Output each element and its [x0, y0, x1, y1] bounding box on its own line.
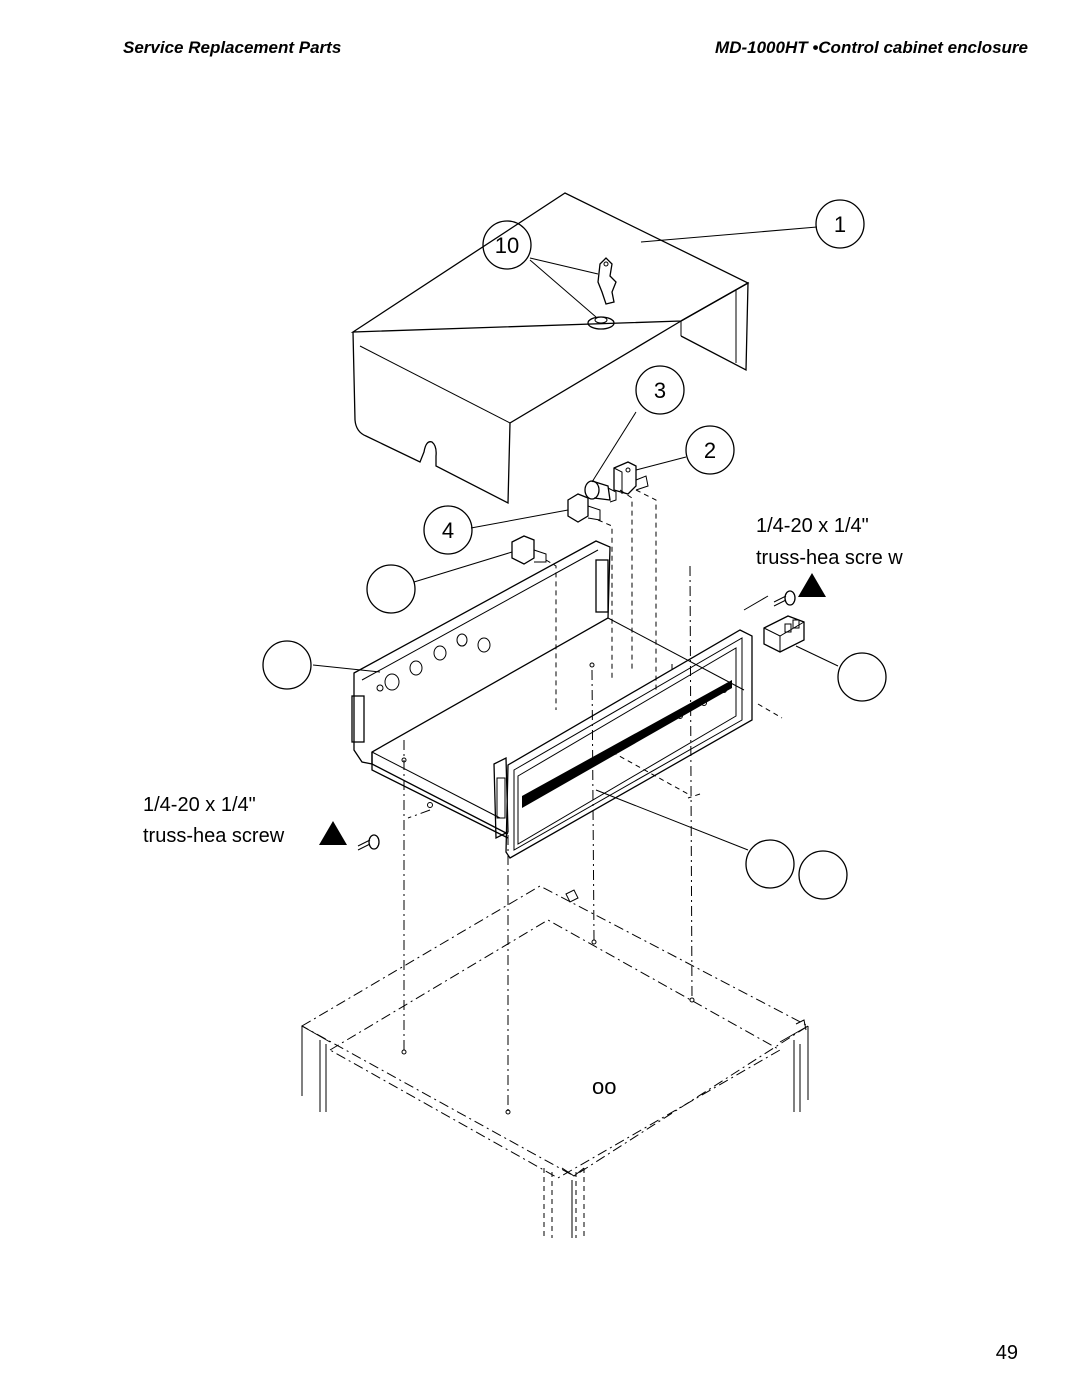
callout-2-number: 2: [704, 438, 716, 463]
callout-4: 4: [423, 505, 473, 555]
callout-3-number: 3: [654, 378, 666, 403]
stand-mark-label: oo: [592, 1074, 616, 1099]
connector-part-3: [584, 480, 617, 503]
lock-cylinder-part: [587, 316, 615, 330]
front-display-panel: [493, 629, 753, 859]
switch-part-5: [511, 535, 547, 565]
triangle-icon: [798, 573, 826, 597]
left-screw-note-line1: 1/4-20 x 1/4": [143, 794, 256, 816]
header-right-title: MD-1000HT •Control cabinet enclosure: [715, 38, 1028, 57]
callout-blank-e: [798, 850, 848, 900]
left-screw-note-line2: truss-hea screw: [143, 825, 285, 847]
callout-3: 3: [635, 365, 685, 415]
switch-part-4: [567, 493, 601, 523]
callout-10-number: 10: [495, 233, 519, 258]
switch-part-2: [613, 461, 649, 495]
callout-4-number: 4: [442, 518, 454, 543]
header-left-title: Service Replacement Parts: [123, 38, 342, 57]
screw-left: [357, 834, 380, 851]
right-screw-note-line1: 1/4-20 x 1/4": [756, 515, 869, 537]
page-number: 49: [995, 1342, 1018, 1364]
screw-right: [773, 590, 796, 607]
callout-10: 10: [482, 220, 532, 270]
callout-blank-a: [366, 564, 416, 614]
base-stand: [300, 885, 809, 1238]
side-wall-holes: [376, 633, 491, 692]
right-screw-note-line2: truss-hea scre w: [756, 547, 903, 569]
terminal-block-part: [763, 615, 805, 653]
callout-blank-d: [745, 839, 795, 889]
chassis-tray: [351, 540, 745, 839]
cover-lid: [350, 192, 818, 505]
callout-2: 2: [685, 425, 735, 475]
callout-1: 1: [815, 199, 865, 249]
triangle-icon: [319, 821, 347, 845]
lock-key-part: [597, 257, 617, 305]
callout-blank-b: [262, 640, 312, 690]
callout-blank-c: [837, 652, 887, 702]
callout-1-number: 1: [834, 212, 846, 237]
